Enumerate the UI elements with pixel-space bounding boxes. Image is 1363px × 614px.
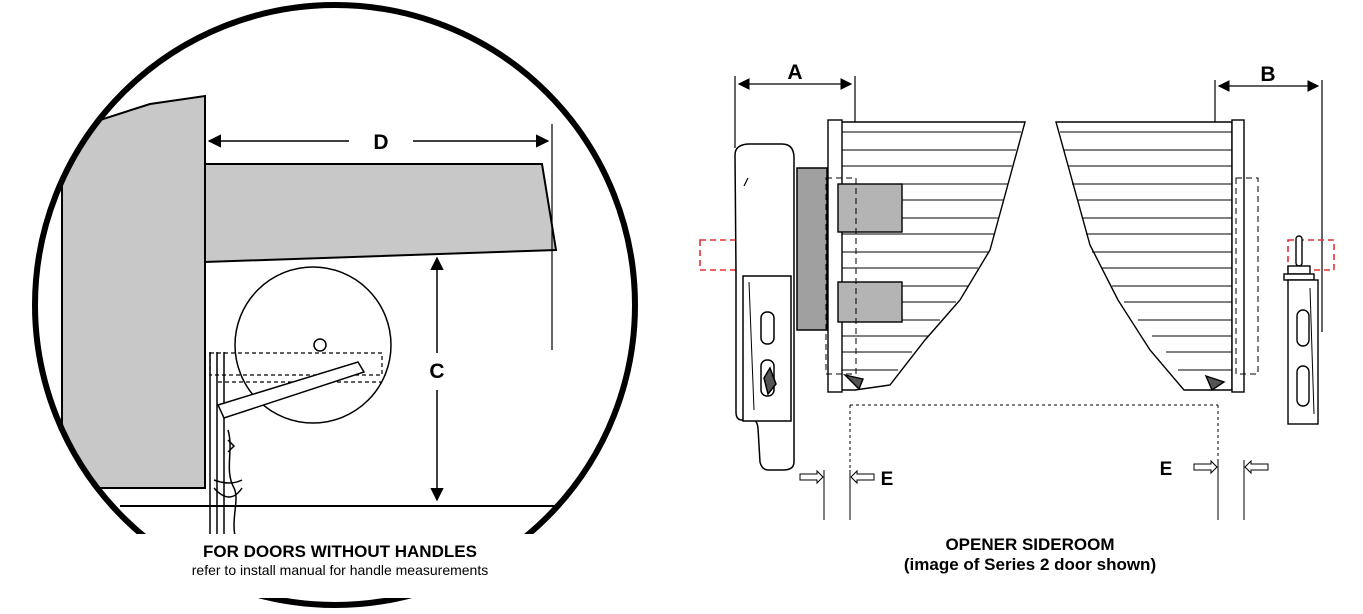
floor-guide: [849, 404, 1219, 520]
dimension-b-label: B: [1260, 63, 1275, 86]
dimension-a: A: [734, 61, 856, 148]
left-detail-figure: D C: [32, 2, 638, 608]
left-caption-title: FOR DOORS WITHOUT HANDLES: [203, 542, 477, 561]
door-hardware: [213, 429, 243, 541]
dimension-c-label: C: [429, 360, 444, 383]
dimension-c: C: [429, 256, 445, 502]
detail-circle: [32, 2, 638, 608]
right-caption: OPENER SIDEROOM (image of Series 2 door …: [880, 535, 1180, 574]
opener-arm: [216, 361, 366, 419]
dimension-d-label: D: [373, 131, 388, 154]
door-track: [204, 325, 225, 560]
right-caption-note: (image of Series 2 door shown): [903, 554, 1157, 574]
spring-drum: [234, 266, 392, 424]
wall-section: [61, 94, 206, 489]
right-caption-title: OPENER SIDEROOM: [945, 535, 1115, 554]
right-sideroom-figure: A B: [699, 61, 1335, 520]
side-bracket-right: [1283, 235, 1319, 425]
dimension-e-right: E: [1160, 459, 1269, 520]
dimension-a-label: A: [787, 61, 802, 84]
door-section-right: [1055, 119, 1259, 393]
left-caption: FOR DOORS WITHOUT HANDLES refer to insta…: [140, 542, 540, 578]
dimension-e-left-label: E: [881, 469, 894, 490]
opener-bracket: [209, 352, 383, 383]
dimension-e-right-label: E: [1160, 459, 1173, 480]
dimension-e-left: E: [799, 469, 894, 520]
drum-shaft: [313, 338, 327, 352]
header-beam: [204, 163, 558, 264]
shaft-outline-right: [1287, 239, 1335, 271]
left-caption-note: refer to install manual for handle measu…: [191, 561, 489, 578]
dimension-b: B: [1214, 63, 1323, 332]
dimension-d: D: [207, 124, 553, 350]
opener-unit: [734, 143, 828, 471]
door-section-left: [825, 119, 1026, 393]
